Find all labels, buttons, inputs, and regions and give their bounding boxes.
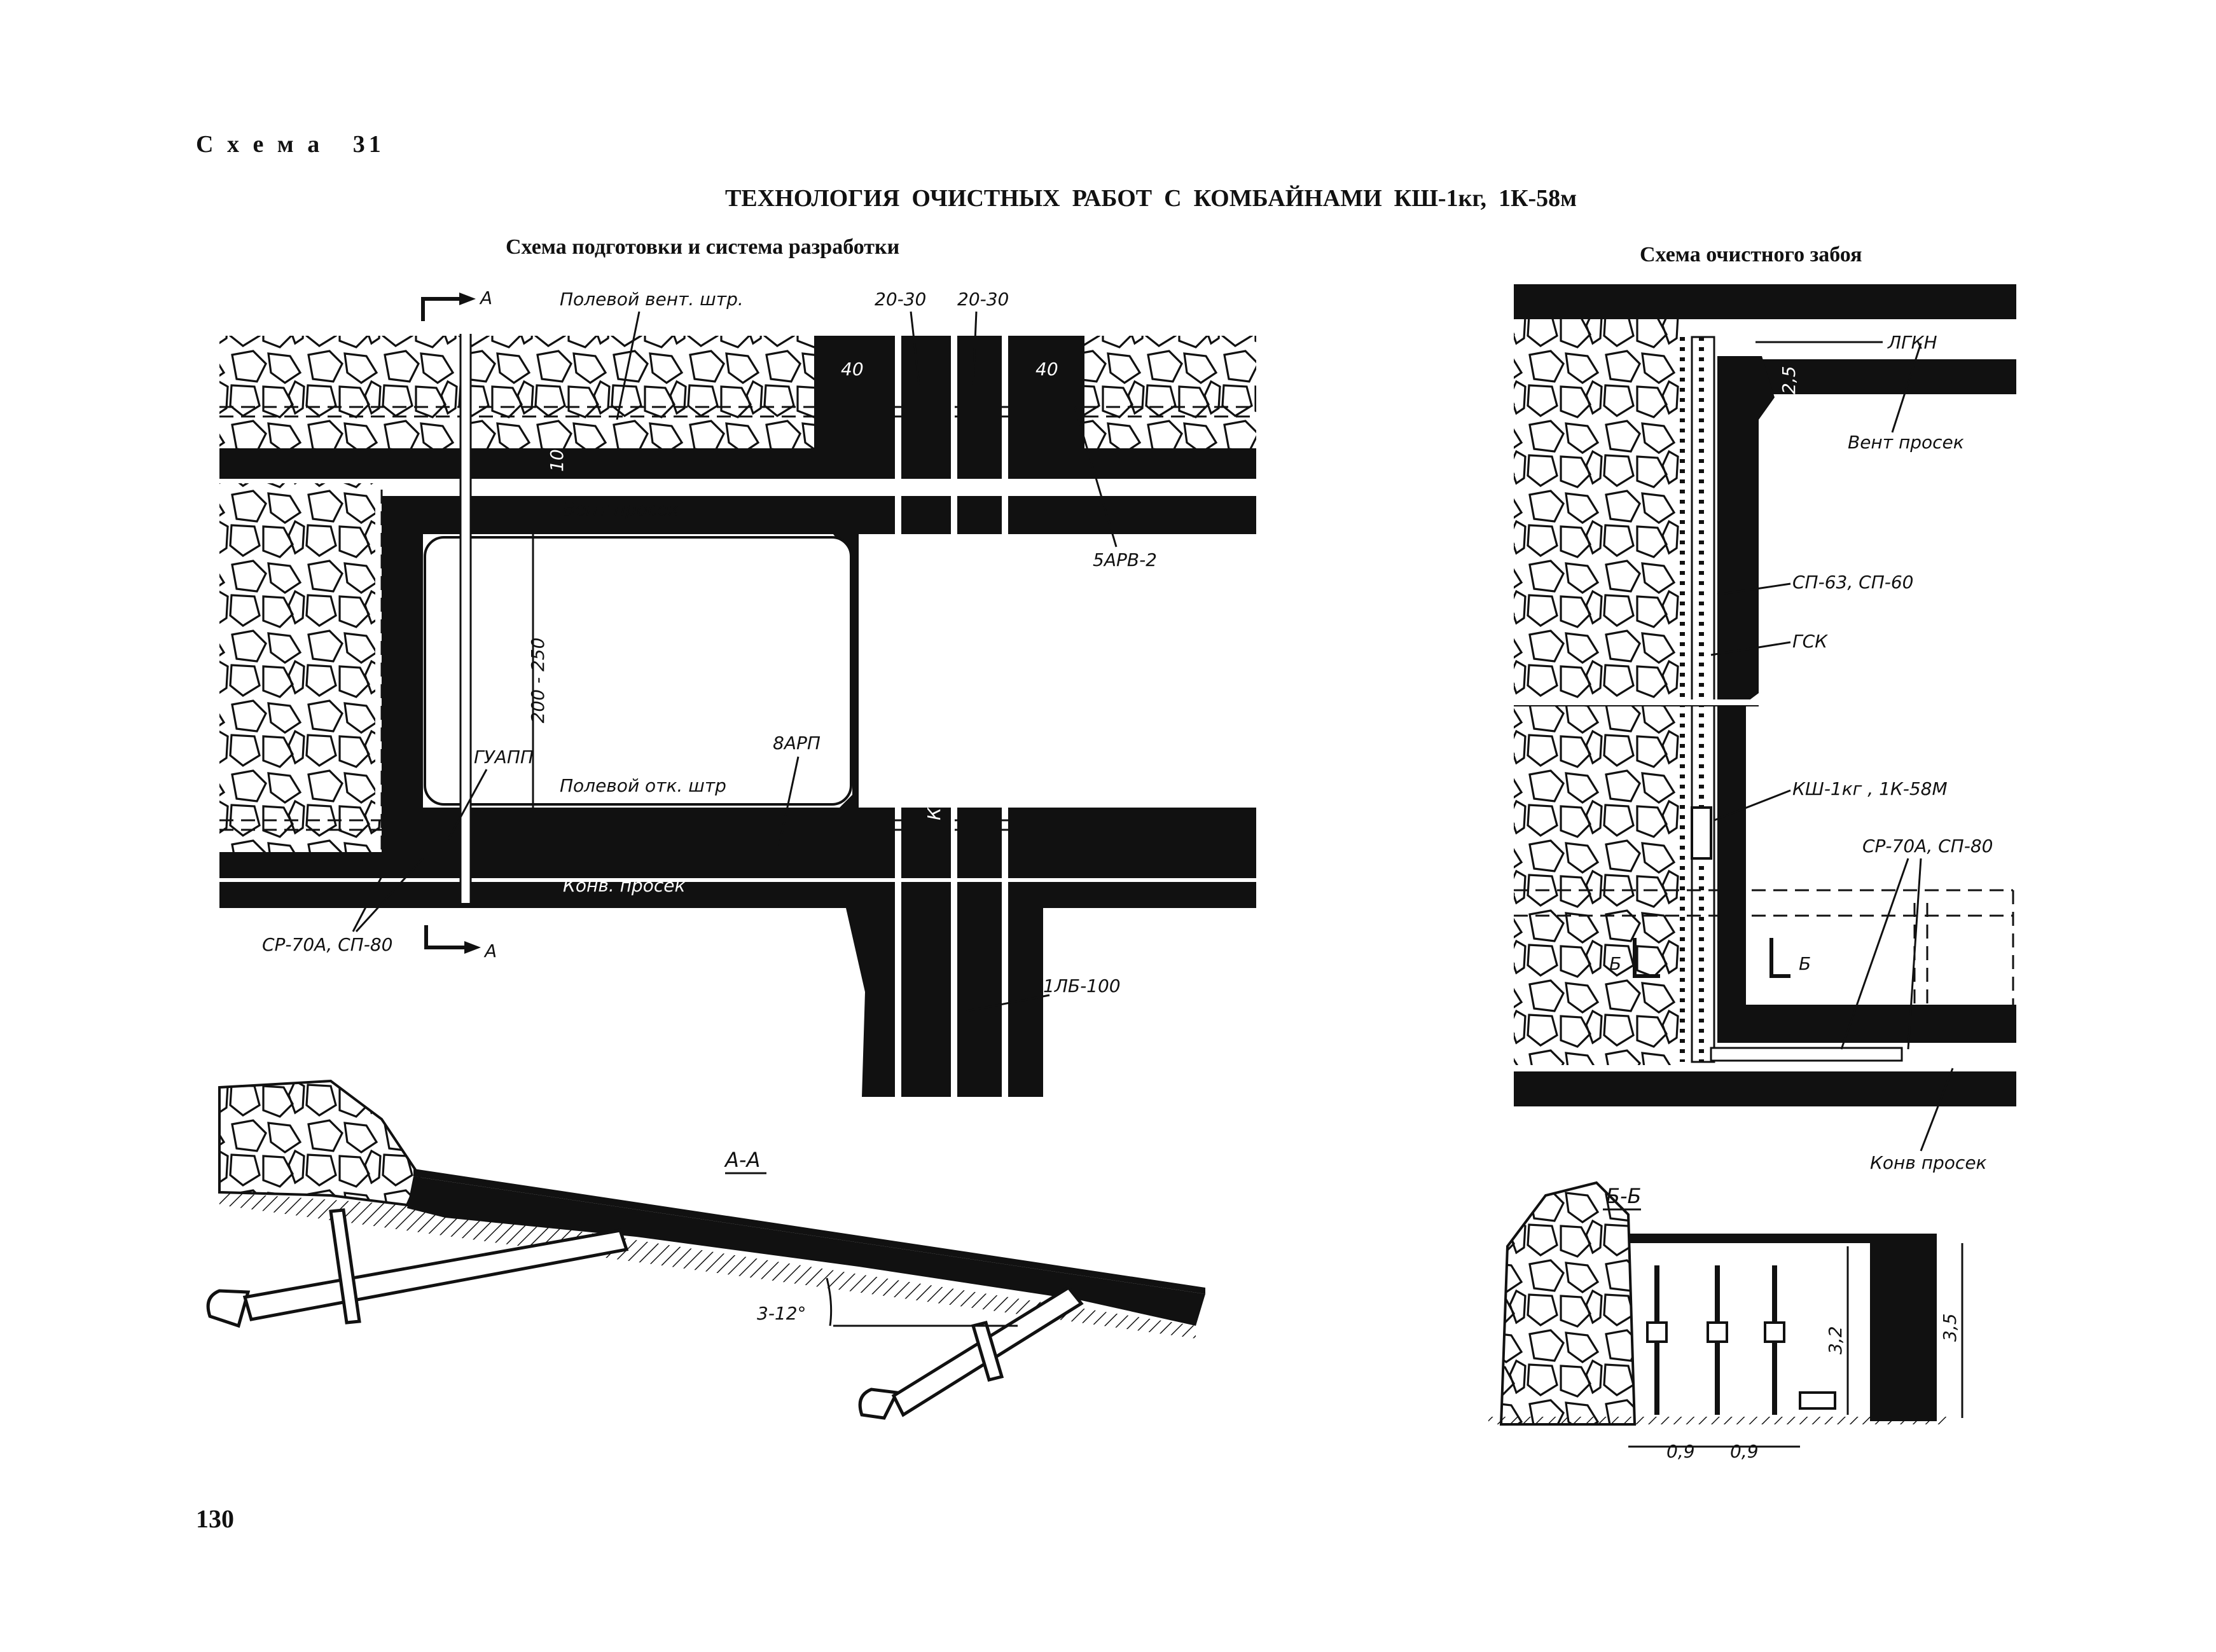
bb-title: Б-Б [1606, 1184, 1641, 1208]
scheme-label: С х е м а 31 [196, 131, 385, 158]
right-gallery [1043, 496, 1256, 534]
raise-lanes [895, 336, 1008, 1097]
label-raise-conv: Кап конв бр-г [924, 692, 945, 820]
label-gsk: ГСК [1792, 631, 1828, 652]
label-lgkn: ЛГКН [1887, 332, 1937, 353]
aa-rock-mass [218, 1079, 422, 1207]
aa-inclines [242, 1208, 1084, 1417]
face-support-dots [1680, 337, 1704, 1062]
bb-roof [1628, 1234, 1937, 1243]
page-number: 130 [196, 1504, 234, 1533]
label-supports: СП-63, СП-60 [1792, 572, 1913, 593]
aa-angle: 3-12° [757, 1303, 807, 1324]
coal-face [1717, 356, 2016, 1043]
label-1lb100: 1ЛБ-100 [1043, 975, 1121, 996]
label-field-vent-drift: Полевой вент. штр. [560, 289, 744, 310]
bb-dim-35: 3,5 [1939, 1313, 1960, 1342]
conveyor-strip [1710, 1047, 1903, 1062]
label-vent-crosscut: Вент просек [563, 499, 679, 520]
label-raise-hoist: Кап подъем бр-г [1009, 651, 1030, 808]
aa-seam [407, 1176, 1205, 1326]
raise-block-top [814, 336, 1084, 450]
label-field-haul-drift: Полевой отк. штр [560, 775, 726, 796]
label-guapp: ГУАПП [474, 747, 534, 767]
bb-dim-09a: 0,9 [1666, 1441, 1695, 1462]
aa-title: А-А [724, 1148, 760, 1172]
bb-floor [1488, 1417, 1946, 1424]
section-bb: Б-Б 3,2 3,5 0,9 0,9 [1488, 1181, 1963, 1462]
aa-hatch-top [413, 1169, 1205, 1294]
page-title: ТЕХНОЛОГИЯ ОЧИСТНЫХ РАБОТ С КОМБАЙНАМИ К… [725, 185, 1577, 212]
face-diagram: Б Б ЛГКН 2,5 Вент просек СП-63, СП-60 ГС… [1514, 284, 2016, 1173]
face-rock [1514, 318, 1679, 1065]
bb-props [1646, 1265, 1785, 1415]
section-aa: А-А 3-12° [206, 1079, 1205, 1420]
bb-rock [1499, 1181, 1637, 1426]
section-marker-top [421, 293, 476, 321]
right-diagram-caption: Схема очистного забоя [1640, 243, 1862, 266]
bb-dim-09b: 0,9 [1730, 1441, 1759, 1462]
dashed-guides [219, 406, 1256, 852]
left-diagram-caption: Схема подготовки и система разработки [506, 235, 900, 259]
panel-gallery [382, 496, 1043, 852]
vent-drift-band [219, 448, 1256, 479]
rock-left-block [219, 483, 375, 871]
plan-diagram: А А 200 - 250 10 Полевой вент. штр. Вент… [219, 287, 1256, 1097]
bb-dim-32: 3,2 [1825, 1326, 1846, 1354]
rock-top-right [1084, 336, 1256, 449]
label-conveyors: СР-70А, СП-80 [1862, 836, 1993, 857]
label-dim-40-right: 40 [1035, 359, 1058, 380]
section-marker-bb [1633, 938, 1790, 978]
dim-10: 10 [546, 449, 567, 472]
section-marker-bottom [424, 925, 481, 954]
label-8arp: 8АРП [773, 733, 821, 754]
face-top-band [1514, 284, 2016, 319]
label-5arv: 5АРВ-2 [1093, 549, 1157, 570]
label-dim-top-right: 20-30 [957, 289, 1009, 310]
label-face-conv-crosscut: Конв просек [1870, 1152, 1987, 1173]
label-sr70-sp80: СР-70А, СП-80 [262, 934, 392, 955]
label-dim-top-left: 20-30 [875, 289, 926, 310]
face-bottom-band [1514, 1071, 2016, 1106]
bb-mark-left: Б [1609, 953, 1621, 974]
aa-hatch-bottom [219, 1192, 1196, 1339]
combine-box [1691, 806, 1712, 860]
label-face-vent-crosscut: Вент просек [1848, 432, 1964, 453]
rock-top-left [219, 336, 814, 449]
label-raise-aux: Кап вспом бр-г [869, 666, 890, 808]
label-dim-25: 2,5 [1778, 366, 1799, 394]
dim-200-250: 200 - 250 [527, 638, 548, 724]
bb-conveyor [1799, 1391, 1836, 1410]
section-marker-bottom-label: А [483, 940, 497, 961]
label-conv-crosscut: Конв. просек [563, 875, 685, 896]
label-dim-40-left: 40 [841, 359, 864, 380]
panel-interior [424, 536, 852, 806]
bb-coal [1870, 1237, 1937, 1421]
aa-drifts [206, 1289, 899, 1420]
label-combine: КШ-1кг , 1К-58М [1792, 778, 1948, 799]
bb-mark-right: Б [1799, 953, 1811, 974]
section-marker-top-label: А [479, 287, 492, 308]
face-dashed [1514, 889, 2014, 1043]
vent-crosscut-band [1730, 359, 2016, 394]
